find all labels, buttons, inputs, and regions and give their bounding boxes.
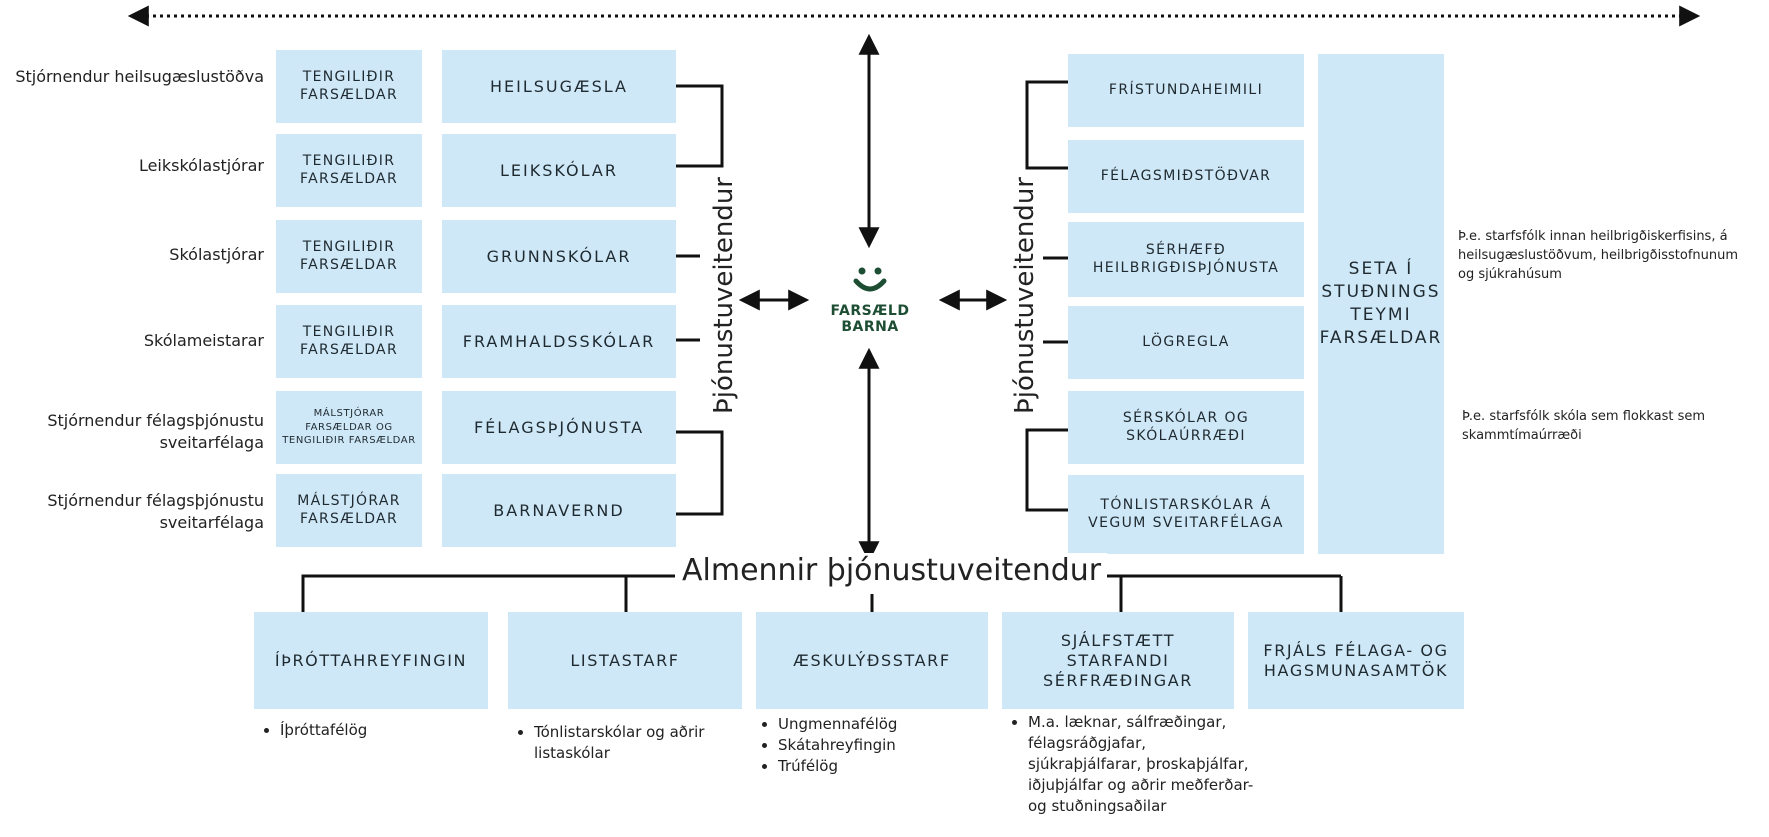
seta-studnings-teymi-box: SETA Í STUÐNINGS TEYMI FARSÆLDAR [1318, 54, 1444, 554]
bottom-box-sjalfstaett: SJÁLFSTÆTT STARFANDI SÉRFRÆÐINGAR [1002, 612, 1234, 709]
bottom-box-listastarf: LISTASTARF [508, 612, 742, 709]
contact-box: MÁLSTJÓRAR FARSÆLDAR [276, 474, 422, 547]
logo-line-1: FARSÆLD [830, 303, 910, 319]
right-box-serskolar: SÉRSKÓLAR OG SKÓLAÚRRÆÐI [1068, 391, 1304, 464]
list-item: Tónlistarskólar og aðrir listaskólar [534, 722, 744, 764]
row-label-leikskolar: Leikskólastjórar [138, 156, 264, 175]
list-aeskulydsstarf: Ungmennafélög Skátahreyfingin Trúfélög [756, 714, 998, 777]
right-box-logregla: LÖGREGLA [1068, 306, 1304, 379]
note-skammtimaurraedi: Þ.e. starfsfólk skóla sem flokkast sem s… [1462, 409, 1706, 443]
bottom-box-ithrottahreyfingin: ÍÞRÓTTAHREYFINGIN [254, 612, 488, 709]
bottom-box-frjals: FRJÁLS FÉLAGA- OG HAGSMUNASAMTÖK [1248, 612, 1464, 709]
service-box-barnavernd: BARNAVERND [442, 474, 676, 547]
smile-icon [853, 267, 887, 292]
list-item: Ungmennafélög [778, 714, 998, 735]
list-item: Íþróttafélög [280, 720, 500, 741]
row-label-barnavernd: Stjórnendur félagsþjónustu sveitarfélaga [47, 491, 264, 533]
note-heilbrigdiskerfi: Þ.e. starfsfólk innan heilbrigðiskerfisi… [1458, 229, 1739, 282]
farsaeld-barna-logo: FARSÆLD BARNA [820, 265, 920, 335]
service-box-heilsugaesla: HEILSUGÆSLA [442, 50, 676, 123]
contact-box: MÁLSTJÓRAR FARSÆLDAR OG TENGILIÐIR FARSÆ… [276, 391, 422, 464]
contact-box: TENGILIÐIR FARSÆLDAR [276, 220, 422, 293]
list-ithrottahreyfingin: Íþróttafélög [258, 720, 500, 741]
bottom-box-aeskulydsstarf: ÆSKULÝÐSSTARF [756, 612, 988, 709]
almennir-title: Almennir þjónustuveitendur [676, 553, 1108, 588]
service-box-felagsthjonusta: FÉLAGSÞJÓNUSTA [442, 391, 676, 464]
left-vertical-label: Þjónustuveitendur [709, 177, 739, 414]
service-box-framhaldsskolar: FRAMHALDSSKÓLAR [442, 305, 676, 378]
service-box-leikskolar: LEIKSKÓLAR [442, 134, 676, 207]
row-label-grunnskolar: Skólastjórar [169, 245, 264, 264]
right-vertical-label: Þjónustuveitendur [1010, 177, 1040, 414]
right-box-tonlistarskolar: TÓNLISTARSKÓLAR Á VEGUM SVEITARFÉLAGA [1068, 475, 1304, 554]
list-item: M.a. læknar, sálfræðingar, félagsráðgjaf… [1028, 712, 1260, 817]
right-box-serhaefd: SÉRHÆFÐ HEILBRIGÐISÞJÓNUSTA [1068, 222, 1304, 297]
row-label-felagsthjonusta: Stjórnendur félagsþjónustu sveitarfélaga [47, 411, 264, 453]
list-item: Trúfélög [778, 756, 998, 777]
right-box-felagsmidstodvar: FÉLAGSMIÐSTÖÐVAR [1068, 140, 1304, 213]
list-item: Skátahreyfingin [778, 735, 998, 756]
contact-box: TENGILIÐIR FARSÆLDAR [276, 134, 422, 207]
list-sjalfstaett: M.a. læknar, sálfræðingar, félagsráðgjaf… [1006, 712, 1260, 817]
logo-line-2: BARNA [841, 319, 899, 336]
list-listastarf: Tónlistarskólar og aðrir listaskólar [512, 722, 744, 764]
contact-box: TENGILIÐIR FARSÆLDAR [276, 305, 422, 378]
right-box-fristundaheimili: FRÍSTUNDAHEIMILI [1068, 54, 1304, 127]
contact-box: TENGILIÐIR FARSÆLDAR [276, 50, 422, 123]
row-label-framhaldsskolar: Skólameistarar [143, 331, 264, 350]
service-box-grunnskolar: GRUNNSKÓLAR [442, 220, 676, 293]
row-label-heilsugaesla: Stjórnendur heilsugæslustöðva [15, 67, 264, 86]
